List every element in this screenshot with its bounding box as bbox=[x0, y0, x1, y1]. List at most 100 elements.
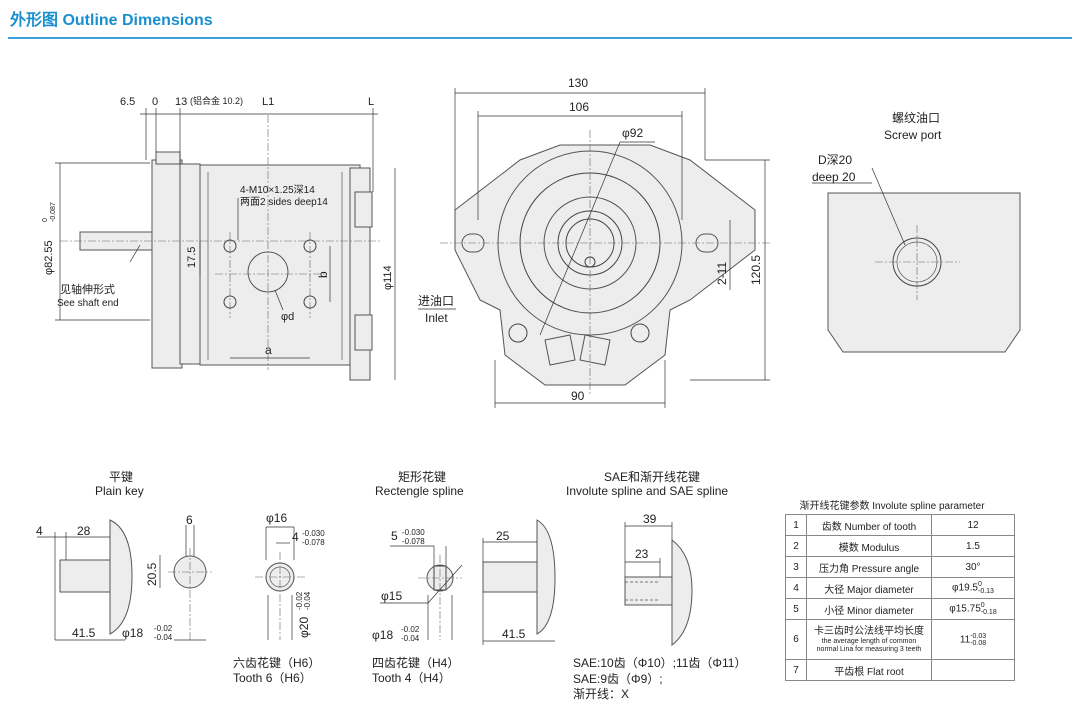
rect-spline-flange bbox=[536, 519, 556, 635]
involute-spline-view: SAE和渐开线花键 Involute spline and SAE spline… bbox=[566, 469, 746, 701]
pk-dim-20-5: 20.5 bbox=[145, 562, 159, 586]
pk-dim-4: 4 bbox=[36, 524, 43, 538]
hex-dim-4: 4 bbox=[292, 530, 299, 544]
key-flange bbox=[109, 519, 133, 635]
dim-phi-d: φd bbox=[281, 311, 294, 323]
hex-dim-20: φ20 bbox=[297, 617, 311, 638]
port-depth-en: deep 20 bbox=[812, 170, 856, 184]
dim-106: 106 bbox=[569, 100, 589, 114]
table-row: 6 卡三齿时公法线平均长度 the average length of comm… bbox=[785, 619, 1015, 660]
rect-spline-en: Rectengle spline bbox=[375, 484, 464, 498]
plain-key-view: 平键 Plain key 4 28 6 20.5 41.5 φ18 -0.02 … bbox=[36, 470, 212, 642]
dim-120-5: 120.5 bbox=[749, 255, 763, 285]
hex-spline-view: φ16 4 -0.030 -0.078 φ20 -0.02 -0.04 六齿花键… bbox=[233, 511, 325, 685]
pk-dim-6: 6 bbox=[186, 513, 193, 527]
pk-tol-lower: -0.04 bbox=[154, 633, 173, 642]
rs-dim-41-5: 41.5 bbox=[502, 627, 526, 641]
rs-caption-en: Tooth 4（H4） bbox=[372, 671, 451, 685]
pk-dim-18: φ18 bbox=[122, 626, 143, 640]
thread-depth: 两面2 sides deep14 bbox=[240, 197, 328, 208]
page-title: 外形图 Outline Dimensions bbox=[10, 12, 213, 29]
tol-lower: -0.087 bbox=[50, 202, 57, 222]
dim-b: b bbox=[316, 271, 330, 278]
rs-dim-5: 5 bbox=[391, 529, 398, 543]
inv-dim-23: 23 bbox=[635, 547, 649, 561]
rs-tol-lower: -0.078 bbox=[402, 537, 425, 546]
side-view: 6.5 0 13 (铝合金 10.2) L1 L 4-M10×1.25深14 两… bbox=[42, 95, 396, 381]
pk-dim-41-5: 41.5 bbox=[72, 626, 96, 640]
plain-key-cn: 平键 bbox=[109, 470, 133, 484]
inv-dim-39: 39 bbox=[643, 512, 657, 526]
inv-title-en: Involute spline and SAE spline bbox=[566, 484, 728, 498]
inv-note-3: 渐开线：X bbox=[573, 687, 629, 701]
screw-port-cn: 螺纹油口 bbox=[892, 111, 940, 125]
shaft-note-cn: 见轴伸形式 bbox=[60, 282, 115, 296]
dim-82-55: φ82.55 bbox=[43, 240, 55, 275]
rs-dim-15: φ15 bbox=[381, 589, 402, 603]
rs-caption-cn: 四齿花键（H4） bbox=[372, 655, 459, 670]
thread-spec: 4-M10×1.25深14 bbox=[240, 184, 315, 196]
bolt-hole-right bbox=[630, 323, 650, 343]
rs-tol2-lower: -0.04 bbox=[401, 634, 420, 643]
inv-title-cn: SAE和渐开线花键 bbox=[604, 469, 700, 484]
port-pocket bbox=[579, 334, 611, 366]
inv-note-1: SAE:10齿（Φ10）;11齿（Φ11） bbox=[573, 656, 746, 670]
hex-tol2-lower: -0.04 bbox=[303, 591, 312, 610]
table-row: 2 模数 Modulus 1.5 bbox=[785, 535, 1015, 557]
hex-caption-en: Tooth 6（H6） bbox=[233, 671, 312, 685]
dim-13: 13 bbox=[175, 96, 187, 108]
rect-spline-shaft bbox=[482, 561, 538, 593]
bolt-hole-left bbox=[508, 323, 528, 343]
mounting-flange bbox=[151, 159, 183, 369]
hex-caption-cn: 六齿花键（H6） bbox=[233, 655, 320, 670]
inv-flange bbox=[671, 538, 693, 647]
involute-spline-table: 渐开线花键参数 Involute spline parameter 1 齿数 N… bbox=[785, 494, 1015, 681]
dim-a: a bbox=[265, 343, 272, 357]
table-title: 渐开线花键参数 Involute spline parameter bbox=[785, 494, 1015, 515]
dim-92: φ92 bbox=[622, 126, 643, 140]
plain-key-en: Plain key bbox=[95, 484, 144, 498]
flange-pilot bbox=[155, 151, 181, 165]
dim-17-5: 17.5 bbox=[186, 247, 198, 268]
inlet-cn: 进油口 bbox=[418, 294, 454, 308]
dim-2-11: 2-11 bbox=[715, 262, 729, 285]
key-shaft bbox=[59, 559, 111, 593]
table-row: 1 齿数 Number of tooth 12 bbox=[785, 514, 1015, 536]
bolt-head-bottom bbox=[354, 314, 373, 351]
rs-tol-upper: -0.030 bbox=[402, 528, 425, 537]
table-row: 3 压力角 Pressure angle 30° bbox=[785, 556, 1015, 578]
dim-alloy: (铝合金 10.2) bbox=[190, 95, 243, 106]
dim-l1: L1 bbox=[262, 96, 274, 108]
inlet-en: Inlet bbox=[425, 311, 448, 325]
screw-port-en: Screw port bbox=[884, 128, 942, 142]
inv-shaft bbox=[624, 576, 673, 606]
rect-spline-cn: 矩形花键 bbox=[398, 469, 446, 484]
hex-tol-upper: -0.030 bbox=[302, 529, 325, 538]
rs-tol2-upper: -0.02 bbox=[401, 625, 420, 634]
tol-upper: 0 bbox=[42, 218, 49, 222]
rect-spline-view: 矩形花键 Rectengle spline 5 -0.030 -0.078 φ1… bbox=[372, 469, 556, 685]
port-depth-cn: D深20 bbox=[818, 153, 852, 167]
hex-tol2-upper: -0.02 bbox=[295, 591, 304, 610]
rs-dim-25: 25 bbox=[496, 529, 510, 543]
dim-90: 90 bbox=[571, 389, 585, 403]
dim-130: 130 bbox=[568, 76, 588, 90]
hex-dim-16: φ16 bbox=[266, 511, 287, 525]
rs-dim-18: φ18 bbox=[372, 628, 393, 642]
port-face bbox=[827, 192, 1021, 353]
hex-tol-lower: -0.078 bbox=[302, 538, 325, 547]
port-pocket bbox=[544, 334, 576, 366]
pk-tol-upper: -0.02 bbox=[154, 624, 173, 633]
dim-114: φ114 bbox=[382, 265, 394, 290]
header-divider bbox=[8, 37, 1072, 39]
bolt-head-top bbox=[354, 191, 373, 228]
dim-l: L bbox=[368, 96, 374, 108]
table-row: 7 平齿根 Flat root bbox=[785, 659, 1015, 681]
screw-port-view: 螺纹油口 Screw port D深20 deep 20 bbox=[812, 111, 1021, 353]
dim-0: 0 bbox=[152, 96, 158, 108]
dim-6-5: 6.5 bbox=[120, 96, 135, 108]
front-view: 130 106 φ92 2-11 120.5 90 进油口 Inlet bbox=[418, 76, 770, 408]
